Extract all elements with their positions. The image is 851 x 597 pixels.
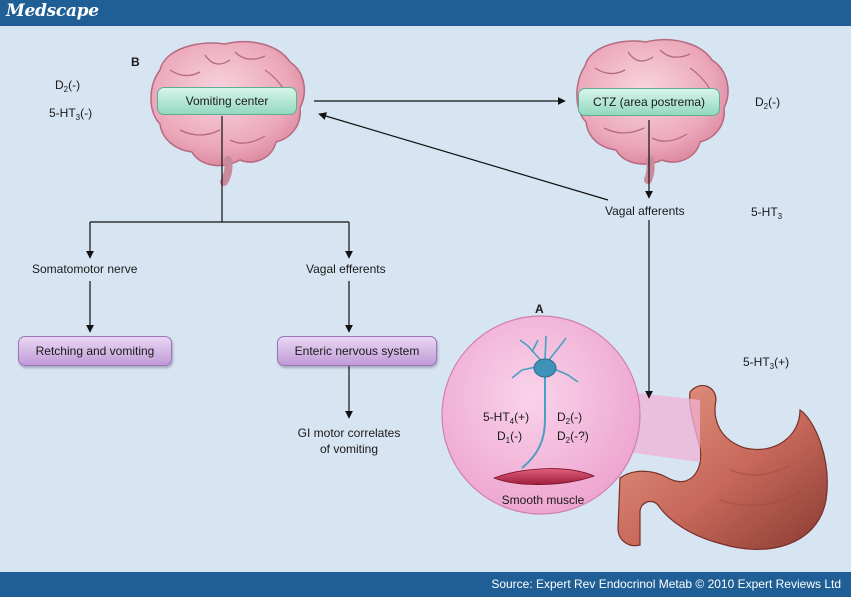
vomiting-center-box: Vomiting center (157, 87, 297, 115)
smooth-muscle-icon (492, 468, 596, 485)
receptor-enteric-d1: D1(-) (497, 429, 523, 445)
panel-label-a: A (535, 302, 544, 316)
smooth-muscle-label: Smooth muscle (501, 493, 585, 507)
header-bar: Medscape (0, 0, 851, 26)
stomach-icon (617, 384, 828, 550)
retching-vomiting-box: Retching and vomiting (18, 336, 172, 366)
receptor-vc-5ht3: 5-HT3(-) (49, 106, 93, 122)
enteric-circle (441, 315, 641, 515)
receptor-vagal-5ht3: 5-HT3 (751, 205, 783, 221)
enteric-nervous-system-box: Enteric nervous system (277, 336, 437, 366)
gi-motor-label-line2: of vomiting (319, 442, 379, 456)
neuron-icon (511, 335, 579, 469)
footer-bar: Source: Expert Rev Endocrinol Metab © 20… (0, 572, 851, 597)
receptor-gut-5ht3: 5-HT3(+) (743, 355, 790, 371)
receptor-enteric-d2: D2(-) (557, 410, 583, 426)
vagal-afferents-label: Vagal afferents (605, 204, 685, 218)
brand-logo: Medscape (6, 1, 99, 21)
receptor-enteric-d2-uncertain: D2(-?) (557, 429, 589, 445)
source-credit: Source: Expert Rev Endocrinol Metab © 20… (491, 577, 841, 591)
connections (86, 97, 653, 419)
ctz-box: CTZ (area postrema) (578, 88, 720, 116)
receptor-vc-d2: D2(-) (55, 78, 81, 94)
somatomotor-nerve-label: Somatomotor nerve (32, 262, 138, 276)
receptor-enteric-5ht4: 5-HT4(+) (483, 410, 530, 426)
receptor-ctz-d2: D2(-) (755, 95, 781, 111)
gi-motor-label-line1: GI motor correlates (297, 426, 401, 440)
vagal-efferents-label: Vagal efferents (306, 262, 386, 276)
panel-label-b: B (131, 55, 140, 69)
